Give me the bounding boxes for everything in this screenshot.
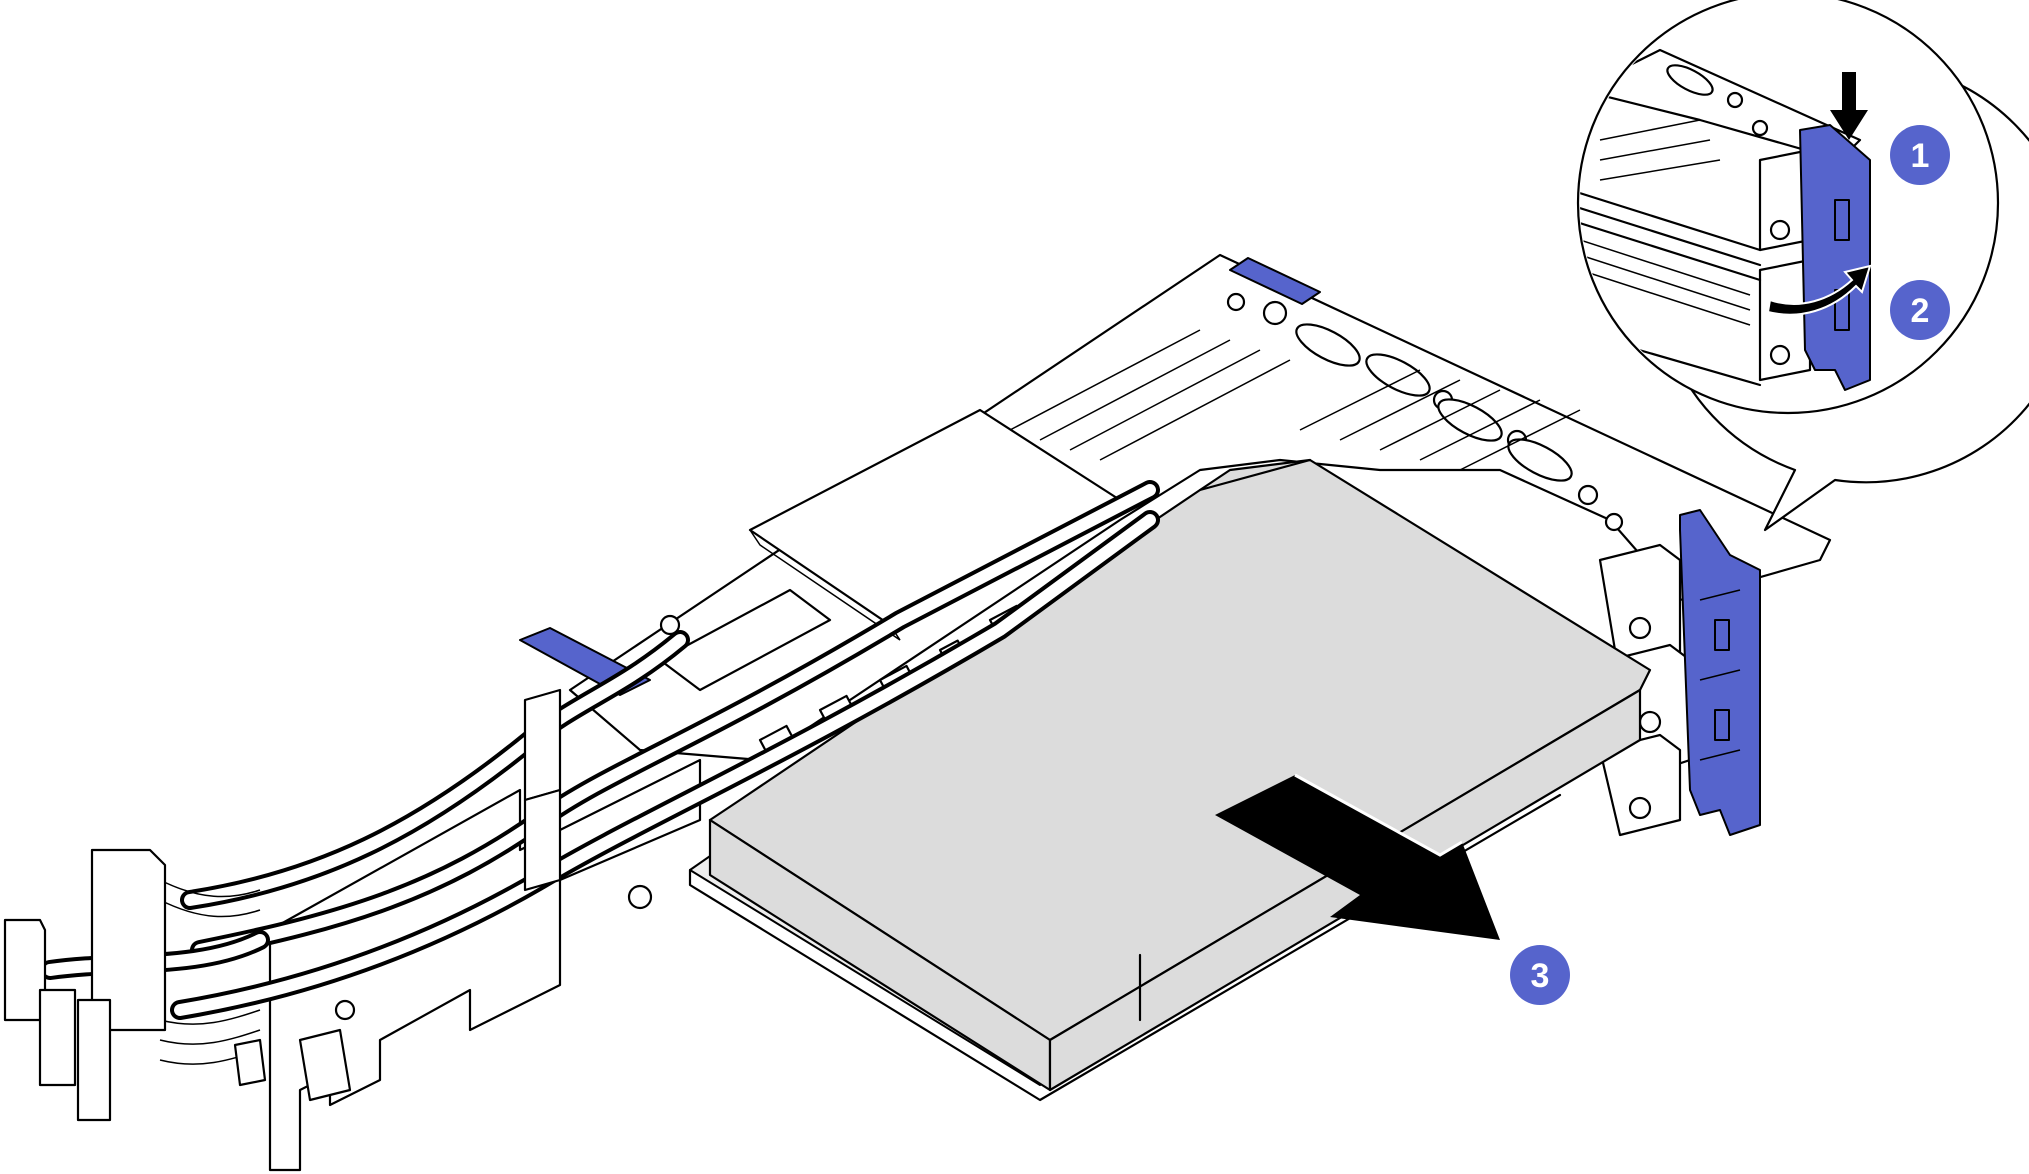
pcie-adapter-icon <box>688 458 1652 1102</box>
step-badge-label: 2 <box>1911 292 1930 330</box>
latch-icon <box>1679 509 1761 836</box>
connector-icon <box>3 688 653 1122</box>
press-down-icon <box>1830 72 1868 140</box>
step-badge-2: 2 <box>1890 280 1950 340</box>
step-badge-label: 1 <box>1911 137 1930 175</box>
pull-out-icon <box>1215 773 1500 940</box>
rotate-open-icon <box>1766 264 1872 316</box>
step-badge-label: 3 <box>1531 957 1550 995</box>
step-badge-3: 3 <box>1510 945 1570 1005</box>
step-badge-1: 1 <box>1890 125 1950 185</box>
